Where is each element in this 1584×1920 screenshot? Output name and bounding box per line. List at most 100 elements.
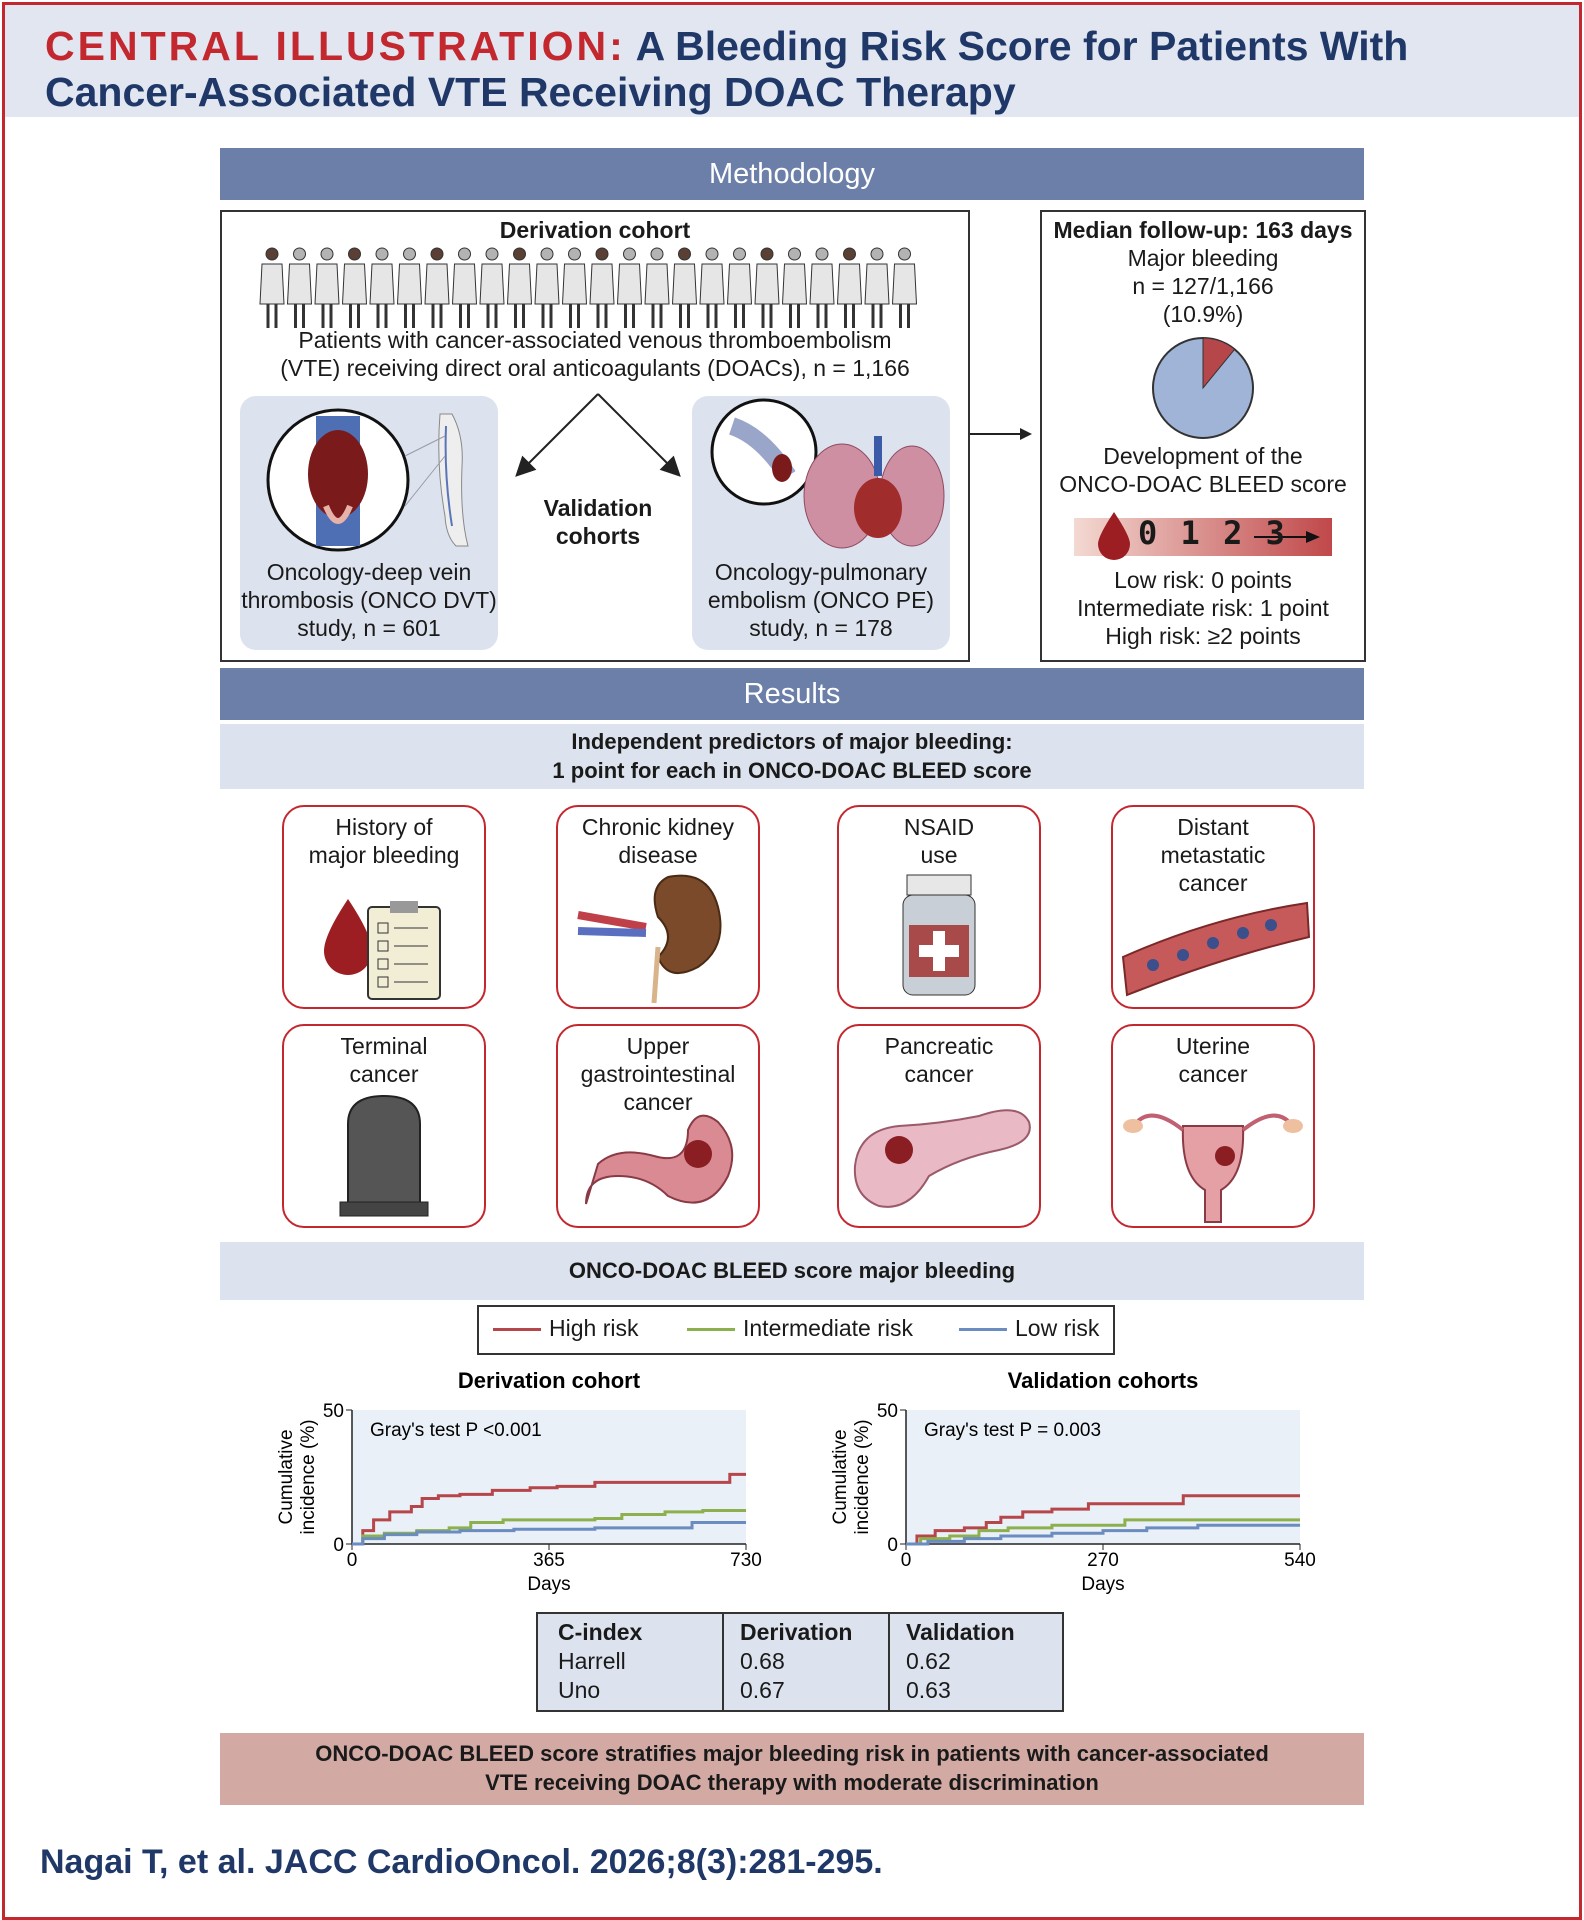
title-rest: A Bleeding Risk Score for Patients With …: [45, 23, 1409, 115]
score-bar: [1074, 512, 1332, 560]
development-line2: ONCO-DOAC BLEED score: [1059, 471, 1347, 497]
pe-line1: Oncology-pulmonary: [714, 559, 928, 585]
conclusion-line1: ONCO-DOAC BLEED score stratifies major b…: [315, 1741, 1269, 1766]
onco-pe-panel: Oncology-pulmonary embolism (ONCO PE) st…: [692, 396, 950, 650]
c-index-table: C-index Derivation Validation Harrell 0.…: [536, 1612, 1064, 1712]
patient-figure-icon: [864, 247, 890, 328]
risk-intermediate: Intermediate risk: 1 point: [1077, 595, 1329, 621]
predictors-line1: Independent predictors of major bleeding…: [571, 729, 1013, 754]
patient-figure-icon: [809, 247, 835, 328]
followup-line3: (10.9%): [1162, 301, 1244, 327]
patient-figure-icon: [479, 247, 505, 328]
patient-figure-icon: [836, 247, 863, 328]
cindex-r2c3: 0.63: [906, 1677, 951, 1703]
methodology-band: Methodology: [220, 148, 1364, 200]
x-axis-label: Days: [1081, 1574, 1124, 1595]
patient-figure-icon: [341, 247, 368, 328]
patient-figure-icon: [451, 247, 478, 328]
pie-slice-major-bleeding: [1202, 337, 1236, 390]
derivation-box: Derivation cohort Patients with cancer-a…: [220, 210, 970, 662]
dvt-line1: Oncology-deep vein: [266, 559, 472, 585]
cindex-r2c1: Uno: [558, 1677, 601, 1703]
followup-line1: Major bleeding: [1127, 245, 1279, 271]
stomach-icon: [585, 1114, 734, 1205]
followup-line2: n = 127/1,166: [1132, 273, 1274, 299]
series-line-low-risk: [906, 1523, 1300, 1546]
onco-dvt-panel: Oncology-deep vein thrombosis (ONCO DVT)…: [240, 396, 498, 650]
patient-figure-icon: [259, 247, 285, 328]
dvt-line3: study, n = 601: [297, 615, 441, 641]
legend-intermediate-swatch: [687, 1328, 735, 1331]
blood-drop-icon: [1098, 512, 1130, 560]
arrow-to-followup-icon: [970, 428, 1032, 440]
cindex-h2: Derivation: [740, 1619, 853, 1645]
chart-legend: High risk Intermediate risk Low risk: [477, 1305, 1115, 1355]
pancreas-icon: [853, 1109, 1031, 1208]
legend-high: High risk: [549, 1315, 639, 1341]
x-tick-label: 0: [901, 1550, 912, 1571]
patient-figure-icon: [506, 247, 533, 328]
major-bleeding-pie: [1152, 337, 1254, 439]
predictors-header: Independent predictors of major bleeding…: [220, 724, 1364, 789]
tombstone-icon: [339, 1094, 429, 1217]
patient-figure-icon: [754, 247, 780, 328]
patient-figure-icon: [644, 247, 670, 328]
patient-figure-icon: [589, 247, 615, 328]
score-points: 0 1 2 3: [1138, 514, 1287, 552]
chart-annotation: Gray's test P <0.001: [370, 1420, 542, 1441]
patient-figure-icon: [726, 247, 753, 328]
legend-intermediate: Intermediate risk: [743, 1315, 914, 1341]
y-tick-label: 0: [887, 1535, 898, 1556]
derivation-desc-line2: (VTE) receiving direct oral anticoagulan…: [280, 355, 910, 381]
risk-high: High risk: ≥2 points: [1105, 623, 1301, 649]
series-line-intermediate-risk: [906, 1518, 1300, 1546]
validation-label-line1: Validation: [543, 495, 653, 521]
patient-figure-icon: [534, 247, 560, 328]
legend-low-swatch: [959, 1328, 1007, 1331]
predictors-line2: 1 point for each in ONCO-DOAC BLEED scor…: [552, 758, 1032, 783]
patient-figure-icon: [781, 247, 808, 328]
y-axis-label: Cumulativeincidence (%): [830, 1419, 873, 1534]
lungs-embolism-icon: [710, 398, 945, 549]
series-line-high-risk: [352, 1472, 746, 1546]
pe-line3: study, n = 178: [749, 615, 893, 641]
clipboard-blood-drop-icon: [324, 899, 441, 1000]
chart-title: Derivation cohort: [458, 1368, 641, 1393]
dvt-line2: thrombosis (ONCO DVT): [241, 587, 497, 613]
patient-figure-icon: [891, 247, 918, 328]
patient-figure-icon: [699, 247, 725, 328]
title-band: CENTRAL ILLUSTRATION: A Bleeding Risk Sc…: [5, 5, 1579, 117]
y-tick-label: 0: [333, 1535, 344, 1556]
development-line1: Development of the: [1103, 443, 1303, 469]
patient-figure-icon: [671, 247, 698, 328]
x-tick-label: 730: [730, 1550, 762, 1571]
patient-figure-icon: [369, 247, 395, 328]
series-line-high-risk: [906, 1494, 1300, 1546]
y-tick-label: 50: [877, 1401, 898, 1422]
y-tick-label: 50: [323, 1401, 344, 1422]
conclusion-band: ONCO-DOAC BLEED score stratifies major b…: [220, 1733, 1364, 1805]
x-tick-label: 0: [347, 1550, 358, 1571]
plot-area: [352, 1410, 746, 1544]
derivation-title: Derivation cohort: [499, 217, 691, 243]
kidney-icon: [577, 874, 722, 1004]
followup-box: Median follow-up: 163 days Major bleedin…: [1040, 210, 1366, 662]
blood-vessel-cells-icon: [1121, 901, 1311, 997]
page-title: CENTRAL ILLUSTRATION: A Bleeding Risk Sc…: [45, 23, 1555, 115]
cindex-r1c1: Harrell: [558, 1648, 626, 1674]
